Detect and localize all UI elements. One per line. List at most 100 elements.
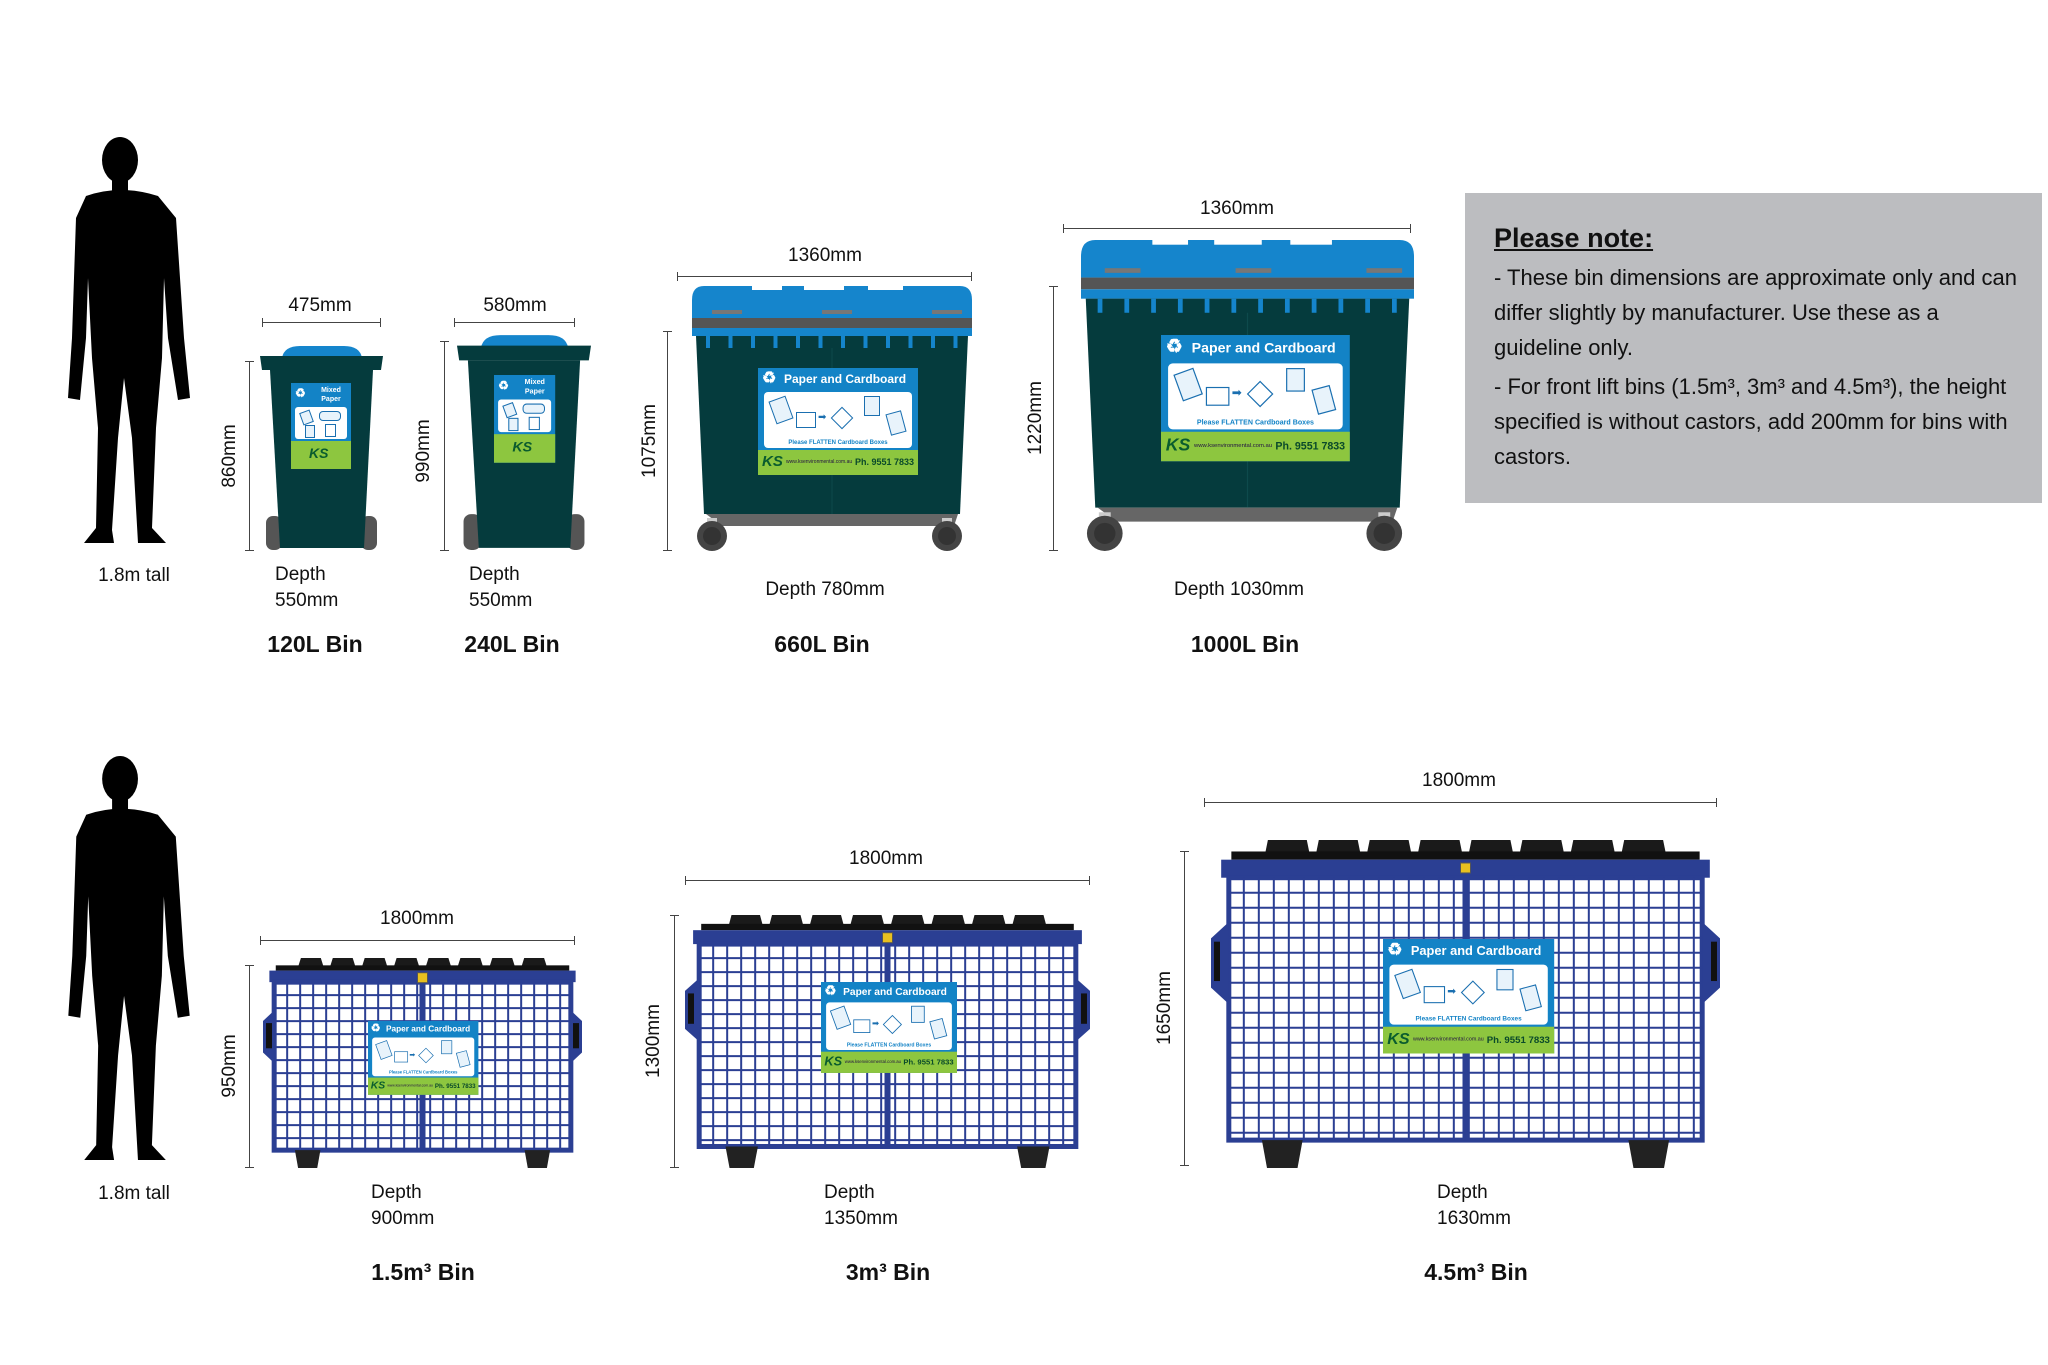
arrow-right-icon: ➡ [1231,386,1242,400]
magazine-icon [508,417,519,432]
rib [1177,298,1183,313]
sticker-illustration: ➡ Please FLATTEN Cardboard Boxes [1168,363,1343,430]
lock-icon [882,932,893,944]
height-label: 1650mm [1154,971,1175,1045]
lid-notch [1152,238,1189,245]
magazine-icon [1311,384,1337,415]
sticker-header: ♻ Paper and Cardboard [368,1021,478,1036]
sticker-footer: KS [291,441,351,469]
sticker-footer: KS [494,434,556,463]
height-label: 1300mm [643,1004,664,1078]
sticker-title: Mixed Paper [321,387,341,403]
box-icon [1423,986,1446,1004]
sticker-title: Mixed Paper [524,379,545,396]
ks-logo: KS [824,1054,843,1069]
wheel-hub [1373,522,1395,544]
sticker-url: www.ksenvironmental.com.au [1412,1036,1484,1043]
depth-value: 1350mm [824,1208,898,1229]
sticker-illustration [295,407,347,439]
sticker-url: www.ksenvironmental.com.au [387,1083,433,1088]
box-icon [796,412,816,428]
rib [841,336,845,348]
flat-box-icon [1246,380,1274,408]
body [68,808,190,1161]
base [1097,507,1398,522]
lid-notch [804,285,844,290]
rib [886,336,890,348]
sticker-footer: KS www.ksenvironmental.com.au Ph. 9551 7… [821,1051,957,1073]
ks-logo: KS [512,438,533,455]
sticker-title: Paper and Cardboard [1191,339,1336,357]
rib [1151,298,1156,313]
wheel-hub [703,527,721,545]
rim [260,356,383,370]
depth-value: 1630mm [1437,1208,1511,1229]
sticker-footer: KS www.ksenvironmental.com.au Ph. 9551 7… [758,450,918,475]
rib [1124,298,1130,313]
rim-blue [692,328,972,336]
sticker-header: ♻ Mixed Paper [494,375,555,397]
lid-notch [868,285,903,290]
newspaper-icon [299,409,314,426]
paper-cardboard-sticker: ♻ Paper and Cardboard ➡ Please FLATTEN C… [368,1021,479,1095]
sticker-illustration: ➡ Please FLATTEN Cardboard Boxes [372,1037,475,1077]
sticker-illustration [498,399,552,433]
sticker-header: ♻ Paper and Cardboard [1383,939,1554,963]
arrow-right-icon: ➡ [872,1019,880,1029]
lid-notch [752,285,782,290]
note-heading: Please note: [1494,223,1654,253]
depth-value: 550mm [275,590,339,611]
height-dimension-line [663,331,672,551]
sticker-phone: Ph. 9551 7833 [854,457,914,467]
paper-bag-icon [528,416,540,431]
width-dimension-line [262,318,381,327]
flatten-instruction: Please FLATTEN Cardboard Boxes [388,1070,458,1075]
width-label: 1800mm [1422,770,1496,791]
sticker-phone: Ph. 9551 7833 [1486,1034,1550,1045]
height-dimension-line [245,361,254,551]
newspaper-icon [768,395,794,425]
paper-bag-icon [1496,968,1514,991]
arrow-right-icon: ➡ [818,412,827,423]
bin-title: 1000L Bin [1190,631,1300,657]
rib [1097,298,1103,313]
lid-bump [1012,915,1047,927]
depth-label: Depth [824,1182,875,1203]
rib [818,336,823,348]
bin-title: 3m³ Bin [845,1259,931,1285]
width-label: 475mm [288,295,352,316]
rim [457,345,591,361]
ks-logo: KS [1387,1029,1410,1049]
magazine-icon [1519,984,1542,1012]
paper-bag-icon [325,424,336,437]
sticker-illustration: ➡ Please FLATTEN Cardboard Boxes [826,1002,952,1050]
height-label: 1075mm [639,404,660,478]
width-label: 580mm [483,295,547,316]
foot [725,1146,758,1168]
rim [1081,277,1414,290]
rib [1338,298,1344,313]
wheel [463,514,481,550]
lid-bump [393,958,420,968]
sticker-header: ♻ Mixed Paper [291,383,351,405]
box-icon [853,1019,871,1033]
lid [692,286,972,318]
height-dimension-line [245,965,254,1168]
rib [773,336,778,348]
rib [1391,298,1397,313]
box-icon [1205,386,1230,406]
newspaper-icon [375,1040,393,1060]
arrow-right-icon: ➡ [409,1051,416,1059]
lid-bump [769,915,804,927]
depth-value: 550mm [469,590,533,611]
foot [1017,1146,1050,1168]
sticker-footer: KS www.ksenvironmental.com.au Ph. 9551 7… [368,1077,479,1095]
fork-slot [1711,941,1717,982]
recycle-icon: ♻ [1387,941,1403,960]
paper-bag-icon [911,1005,925,1023]
sticker-phone: Ph. 9551 7833 [1275,440,1346,452]
height-label: 1220mm [1025,381,1046,455]
paper-bag-icon [441,1040,453,1055]
lid-bump [521,958,548,968]
fork-slot [1214,941,1220,982]
